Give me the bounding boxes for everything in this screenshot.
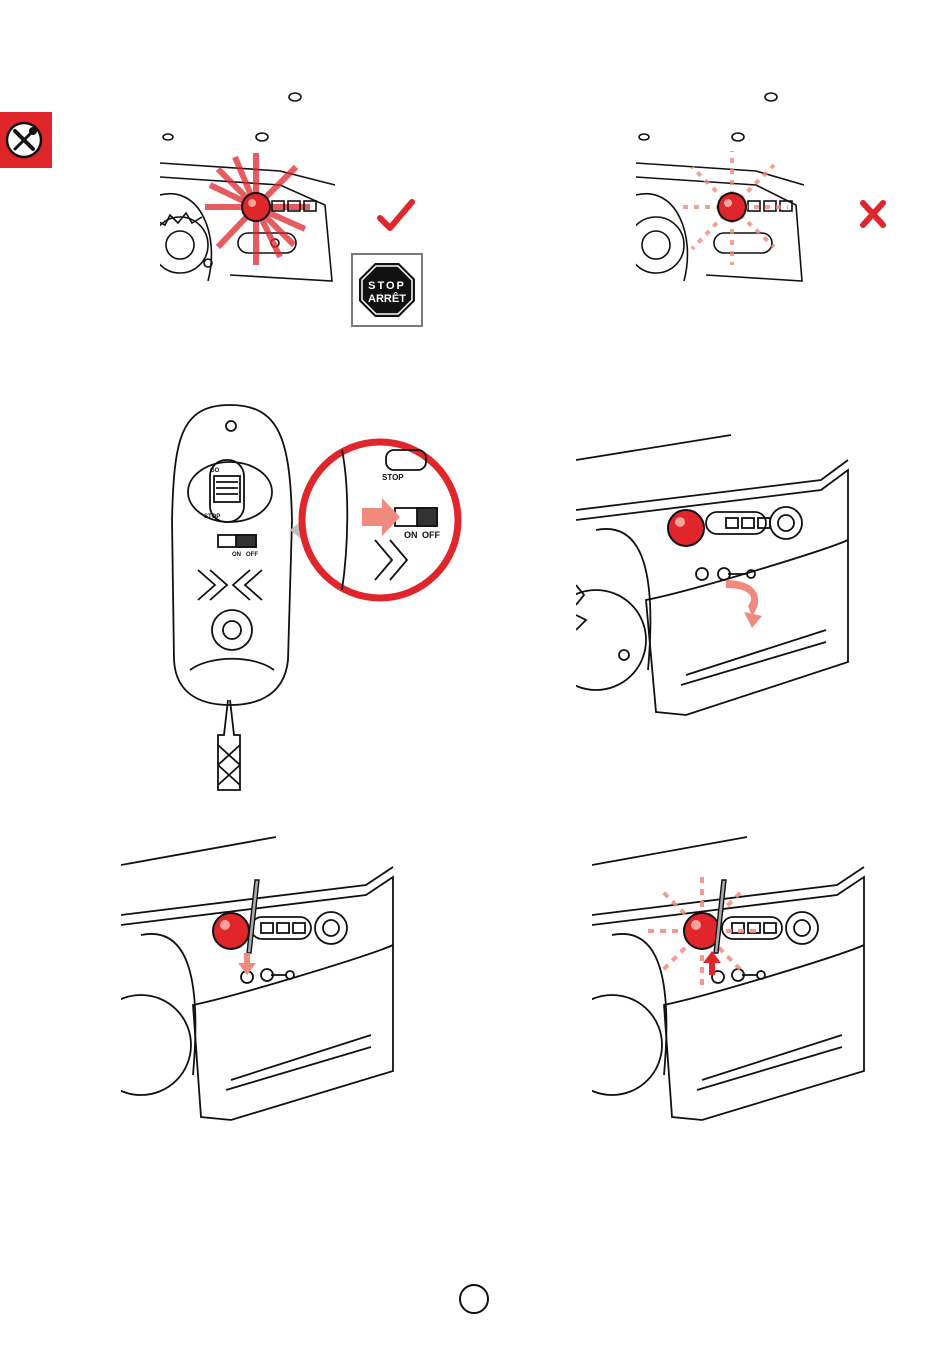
stop-sign-icon: STOP ARRÊT — [353, 255, 421, 325]
panel-remote-switch: GO STOP ON OFF STOP ON OFF — [170, 400, 470, 800]
panel-light-correct — [160, 85, 350, 285]
tool-badge — [0, 112, 52, 168]
stop-sign-line1: STOP — [368, 280, 406, 292]
remote-stop-label: STOP — [204, 514, 220, 520]
wrench-screwdriver-icon — [0, 112, 52, 168]
panel-insert-tool — [121, 835, 396, 1135]
page-number-circle — [459, 1284, 489, 1314]
panel-light-flash-tool — [592, 835, 867, 1135]
panel-remove-pin — [576, 430, 851, 730]
check-icon — [376, 196, 416, 236]
zoom-on-label: ON — [404, 530, 418, 540]
stop-sign-box: STOP ARRÊT — [351, 253, 423, 327]
zoom-off-label: OFF — [422, 530, 440, 540]
remote-on-label: ON — [232, 552, 241, 558]
zoom-stop-label: STOP — [382, 473, 404, 482]
remote-off-label: OFF — [246, 552, 258, 558]
remote-go-label: GO — [210, 468, 220, 474]
cross-icon — [858, 198, 888, 230]
panel-light-incorrect — [636, 85, 806, 285]
stop-sign-line2: ARRÊT — [368, 292, 406, 305]
